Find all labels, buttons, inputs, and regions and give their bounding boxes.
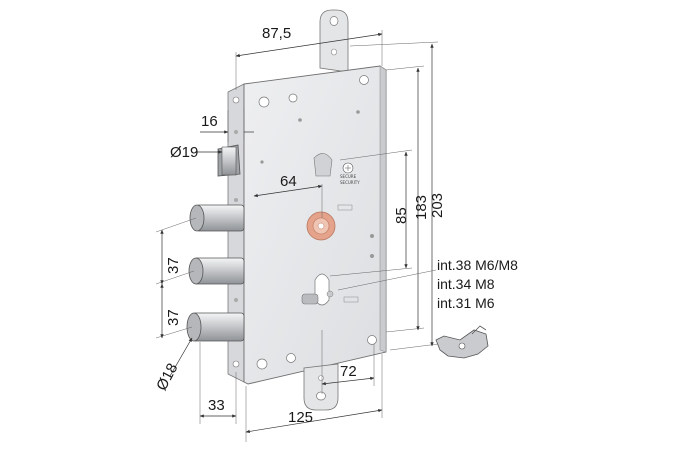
height-85-label: 85 [393, 207, 410, 224]
deadbolt-top [189, 204, 245, 232]
backset-label: 64 [280, 173, 297, 190]
cylinder-adapter-part [435, 325, 489, 359]
dimension-125: 125 [245, 354, 383, 442]
bolt-spacing-1-label: 37 [165, 257, 182, 274]
latch-bolt [217, 144, 241, 177]
bottom-mounting-tab [303, 363, 339, 411]
dimension-183: 183 [385, 65, 430, 333]
badge-line1: SECURE [340, 174, 357, 179]
notes: int.38 M6/M8 int.34 M8 int.31 M6 [437, 257, 518, 311]
deadbolt-middle [188, 257, 245, 285]
bottom-72-label: 72 [340, 363, 357, 380]
deadbolt-bottom [186, 312, 245, 342]
badge-line2: SECURITY [340, 180, 360, 185]
dimension-bolt-dia: Ø18 [153, 337, 193, 394]
faceplate-offset-label: 16 [201, 113, 218, 130]
dimension-33: 33 [199, 342, 237, 424]
dimension-85: 85 [329, 149, 413, 277]
latch-dia-label: Ø19 [170, 144, 198, 161]
dimension-latch-dia: Ø19 [170, 144, 223, 161]
bolt-dia-label: Ø18 [153, 361, 181, 394]
dimension-width-total: 87,5 [235, 25, 383, 90]
dimension-backset: 64 [253, 173, 323, 218]
dimension-72: 72 [321, 330, 375, 394]
note-int-31: int.31 M6 [437, 295, 495, 311]
bottom-125-label: 125 [288, 409, 313, 426]
lock-case [243, 65, 387, 385]
dimension-203: 203 [349, 41, 446, 351]
gear-icon [306, 211, 336, 241]
dimension-bolt-spacing: 37 37 [155, 217, 197, 339]
bottom-33-label: 33 [208, 397, 225, 414]
bolt-spacing-2-label: 37 [165, 309, 182, 326]
note-int-34: int.34 M8 [437, 276, 495, 292]
height-183-label: 183 [413, 195, 430, 220]
height-203-label: 203 [429, 193, 446, 218]
width-label: 87,5 [262, 25, 291, 42]
brand-badge: SECURE SECURITY [340, 162, 360, 185]
cylinder-note-leader [337, 269, 437, 291]
dimension-faceplate: 16 [200, 108, 254, 142]
note-int-38: int.38 M6/M8 [437, 257, 518, 273]
